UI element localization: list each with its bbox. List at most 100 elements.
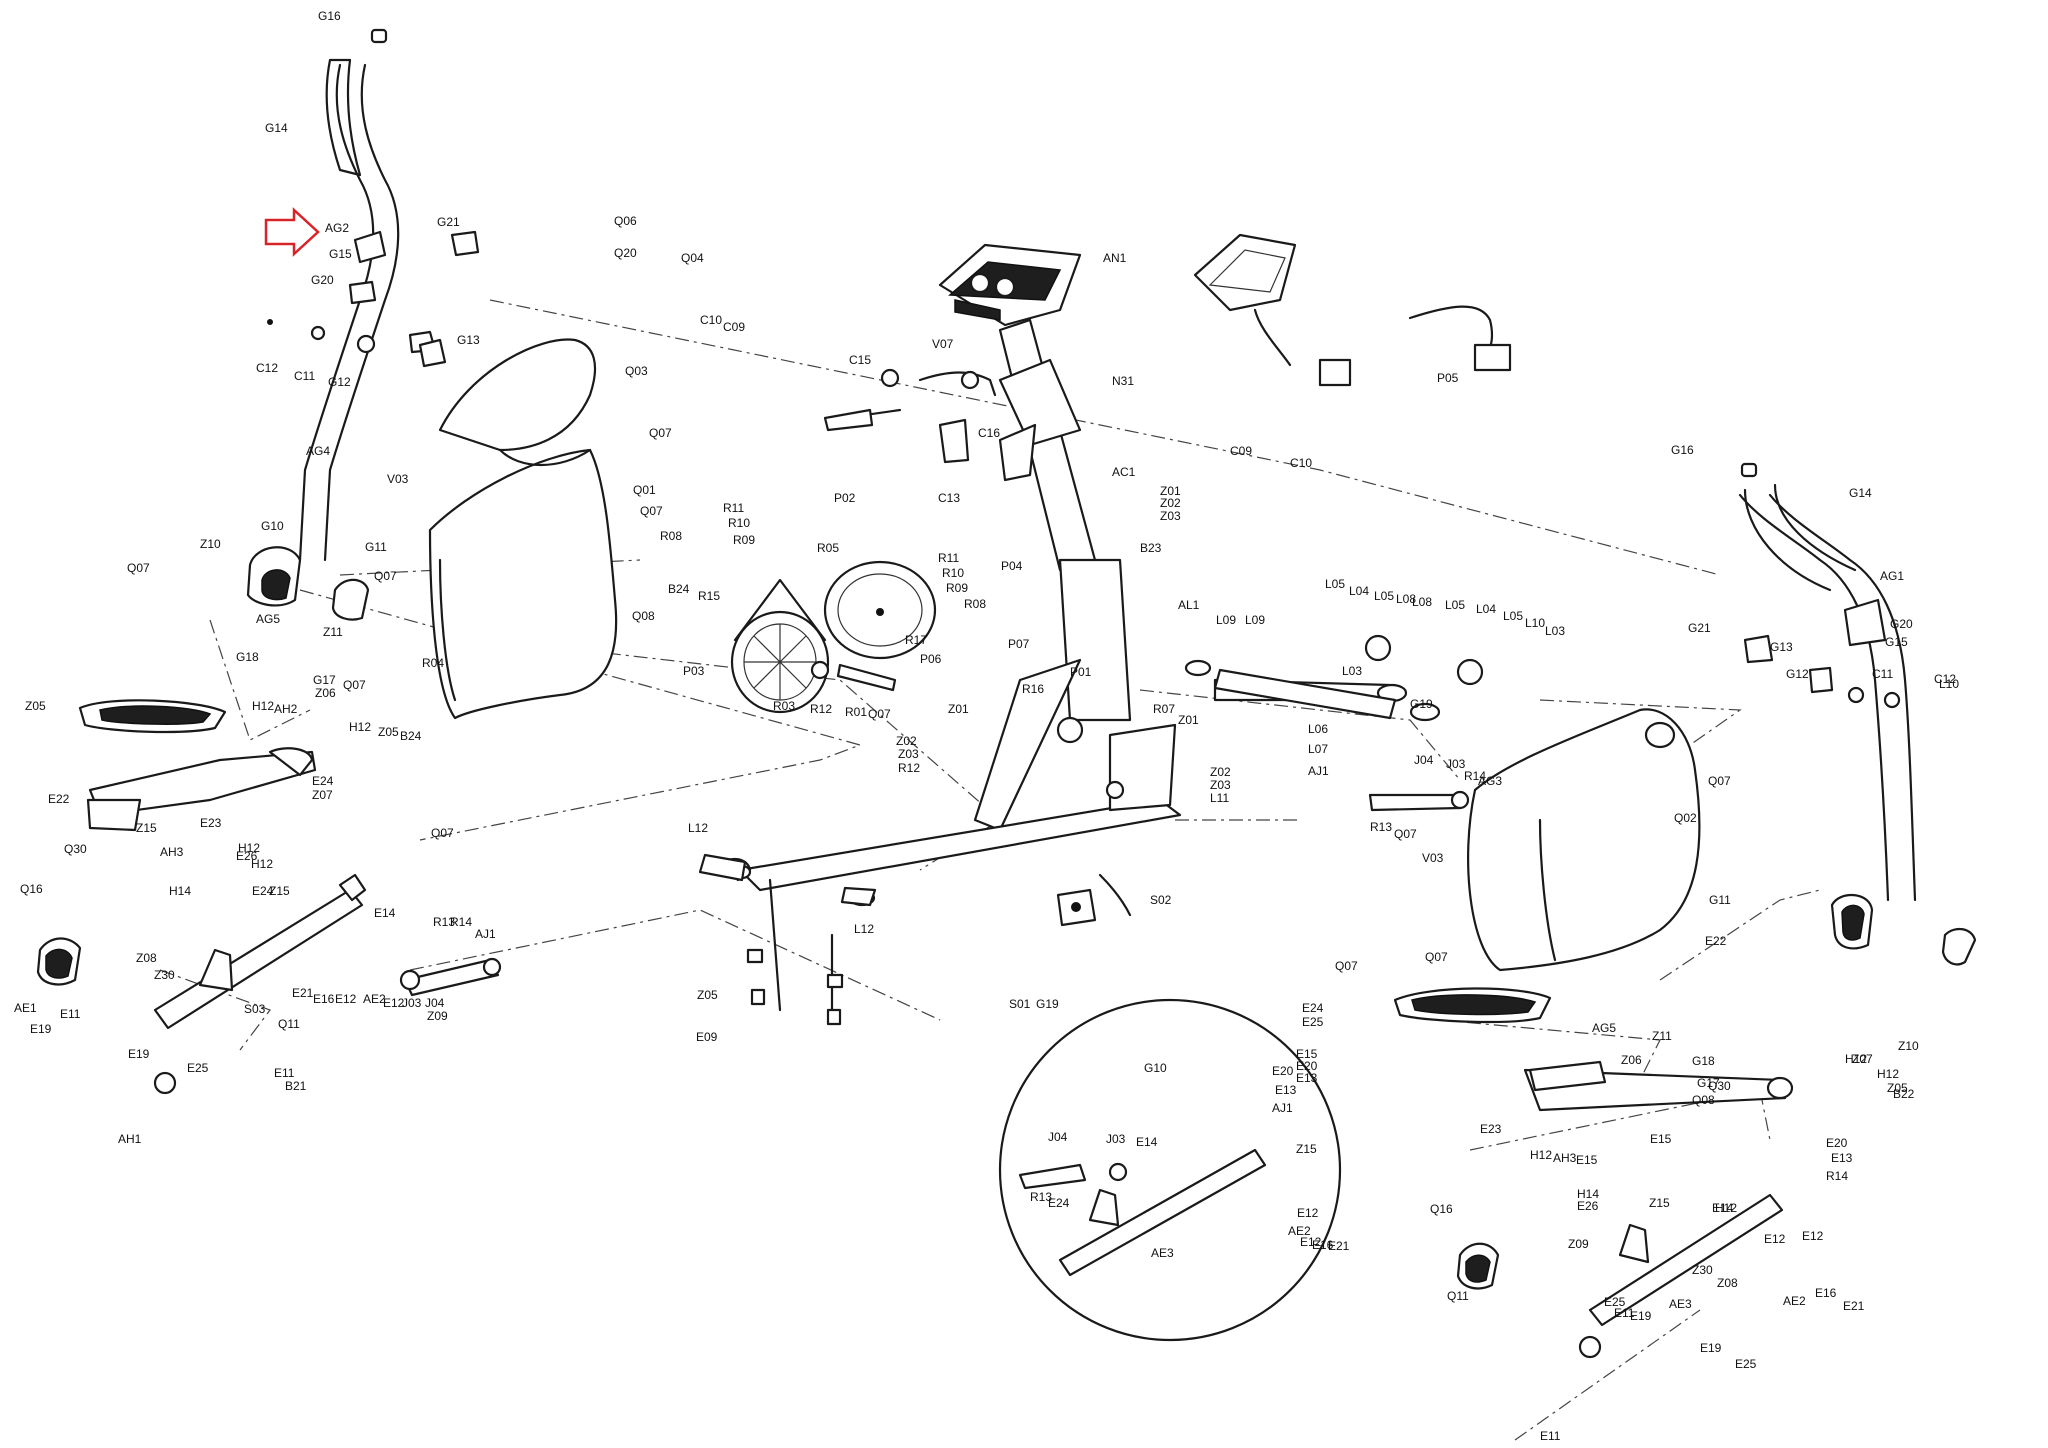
part-label-r13: R13 — [433, 915, 455, 929]
part-label-z07: Z07 — [312, 788, 333, 802]
tension-control — [1056, 873, 1132, 927]
part-label-r07: R07 — [1153, 702, 1175, 716]
part-label-ag4: AG4 — [306, 444, 330, 458]
part-label-g12: G12 — [1786, 667, 1809, 681]
part-label-e19: E19 — [128, 1047, 150, 1061]
part-label-q30: Q30 — [1708, 1079, 1731, 1093]
part-label-l03: L03 — [1545, 624, 1565, 638]
part-label-q11: Q11 — [1447, 1289, 1469, 1303]
part-label-g14: G14 — [1849, 486, 1872, 500]
part-label-e11: E11 — [1540, 1429, 1561, 1443]
part-label-l05: L05 — [1374, 589, 1394, 603]
part-label-z05: Z05 — [378, 725, 399, 739]
part-label-z10: Z10 — [1898, 1039, 1919, 1053]
part-label-l03: L03 — [1342, 664, 1362, 678]
part-label-r17: R17 — [905, 633, 927, 647]
part-label-e16: E16 — [1815, 1286, 1837, 1300]
part-label-r12: R12 — [810, 702, 832, 716]
part-label-q07: Q07 — [127, 561, 150, 575]
part-label-z05: Z05 — [25, 699, 46, 713]
part-label-r13: R13 — [1030, 1190, 1052, 1204]
part-label-e26: E26 — [236, 849, 258, 863]
part-label-e16: E16 — [1312, 1238, 1334, 1252]
part-label-j04: J04 — [1414, 753, 1434, 767]
part-label-h12: H12 — [1715, 1201, 1737, 1215]
part-label-r11: R11 — [723, 501, 744, 515]
part-label-g11: G11 — [365, 540, 387, 554]
part-label-l10: L10 — [1525, 616, 1545, 630]
part-label-q03: Q03 — [625, 364, 648, 378]
part-label-b21: B21 — [285, 1079, 307, 1093]
part-label-e25: E25 — [1604, 1295, 1626, 1309]
part-label-z08: Z08 — [136, 951, 157, 965]
part-label-e15: E15 — [1650, 1132, 1672, 1146]
part-label-e20: E20 — [1826, 1136, 1848, 1150]
part-label-r14: R14 — [1464, 769, 1486, 783]
part-label-e13: E13 — [1831, 1151, 1853, 1165]
part-label-ae2: AE2 — [1783, 1294, 1806, 1308]
part-label-z08: Z08 — [1717, 1276, 1738, 1290]
part-label-g16: G16 — [318, 9, 341, 23]
part-label-e12: E12 — [1300, 1235, 1322, 1249]
part-label-q07: Q07 — [343, 678, 366, 692]
part-label-g19: G19 — [1410, 697, 1433, 711]
part-label-ae2: AE2 — [1288, 1224, 1311, 1238]
part-label-q07: Q07 — [1708, 774, 1731, 788]
part-label-z02: Z02 — [1210, 765, 1231, 779]
part-label-z06: Z06 — [315, 686, 336, 700]
part-label-aj1: AJ1 — [475, 927, 496, 941]
part-label-p01: P01 — [1070, 665, 1092, 679]
part-label-e24: E24 — [252, 884, 274, 898]
part-label-c12: C12 — [256, 361, 278, 375]
part-label-c10: C10 — [1290, 456, 1312, 470]
part-label-z15: Z15 — [1296, 1142, 1317, 1156]
part-label-l05: L05 — [1445, 598, 1465, 612]
console — [938, 233, 1512, 387]
part-label-r05: R05 — [817, 541, 839, 555]
part-label-g12: G12 — [328, 375, 351, 389]
part-label-e25: E25 — [187, 1061, 209, 1075]
part-label-h14: H14 — [1577, 1187, 1599, 1201]
part-label-p06: P06 — [920, 652, 942, 666]
part-label-s03: S03 — [244, 1002, 266, 1016]
left-pedal — [78, 699, 317, 832]
red-outline-arrow-icon — [264, 207, 320, 257]
left-lower-arm — [36, 873, 502, 1095]
part-label-r12: R12 — [898, 761, 920, 775]
part-label-q02: Q02 — [1674, 811, 1697, 825]
part-label-r14: R14 — [1826, 1169, 1848, 1183]
part-label-e25: E25 — [1302, 1015, 1324, 1029]
part-label-e23: E23 — [200, 816, 222, 830]
part-label-c11: C11 — [294, 369, 315, 383]
part-label-r03: R03 — [773, 699, 795, 713]
part-label-z03: Z03 — [1160, 509, 1181, 523]
part-label-r15: R15 — [698, 589, 720, 603]
part-label-e20: E20 — [1272, 1064, 1294, 1078]
part-label-z01: Z01 — [948, 702, 969, 716]
part-label-p05: P05 — [1437, 371, 1459, 385]
part-label-g16: G16 — [1671, 443, 1694, 457]
part-label-q07: Q07 — [868, 707, 891, 721]
part-label-e25: E25 — [1735, 1357, 1757, 1371]
part-label-q04: Q04 — [681, 251, 704, 265]
part-label-q07: Q07 — [1335, 959, 1358, 973]
part-label-z15: Z15 — [1649, 1196, 1670, 1210]
part-label-q06: Q06 — [614, 214, 637, 228]
part-label-l09: L09 — [1216, 613, 1236, 627]
part-label-c12: C12 — [1934, 672, 1956, 686]
part-label-g21: G21 — [1688, 621, 1711, 635]
right-handlebar-assembly — [1738, 462, 1977, 966]
part-label-l04: L04 — [1476, 602, 1496, 616]
part-label-c15: C15 — [849, 353, 871, 367]
part-label-ah2: AH2 — [274, 702, 298, 716]
part-label-aj1: AJ1 — [1308, 764, 1329, 778]
part-label-r14: R14 — [450, 915, 472, 929]
part-label-s01: S01 — [1009, 997, 1031, 1011]
part-label-g20: G20 — [311, 273, 334, 287]
part-label-e12: E12 — [1802, 1229, 1824, 1243]
part-label-g19: G19 — [1036, 997, 1059, 1011]
part-label-e14: E14 — [1712, 1201, 1734, 1215]
part-label-ae2: AE2 — [363, 992, 386, 1006]
